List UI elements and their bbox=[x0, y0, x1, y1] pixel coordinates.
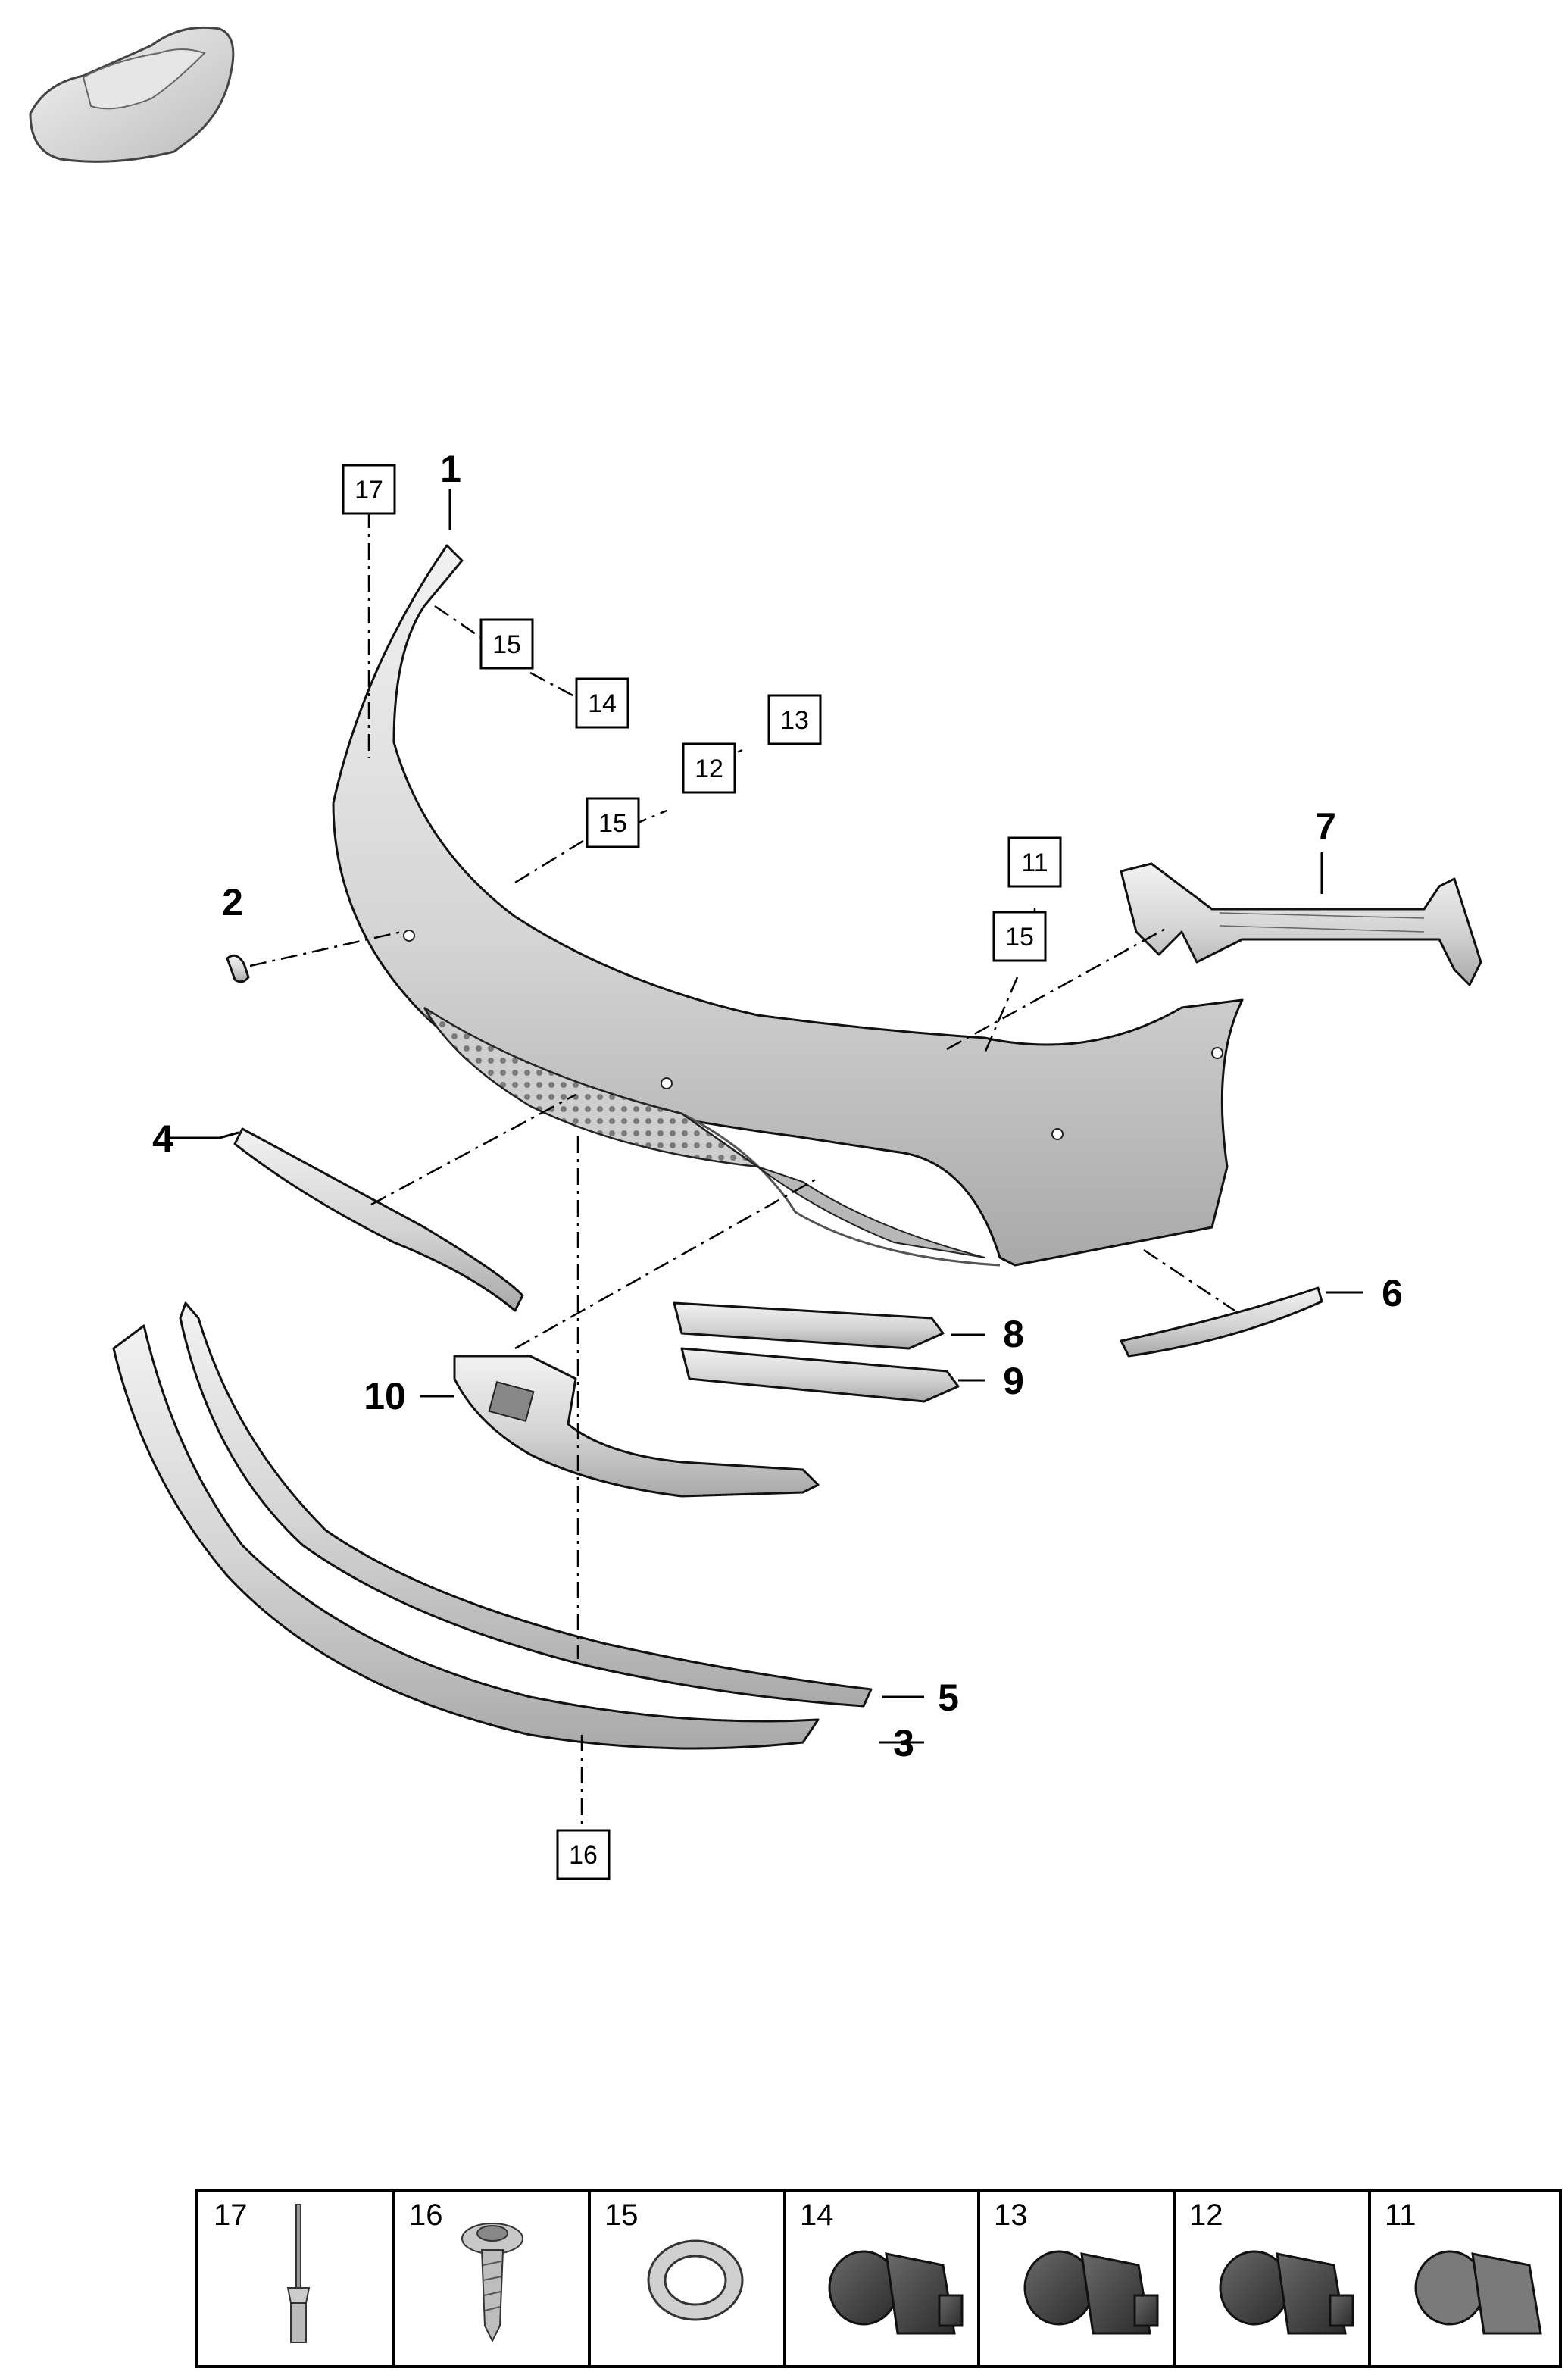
svg-text:11: 11 bbox=[1021, 848, 1048, 877]
ref-box-13: 13 bbox=[767, 694, 822, 745]
callout-9: 9 bbox=[1003, 1360, 1024, 1402]
callout-1: 1 bbox=[440, 448, 461, 490]
callout-3: 3 bbox=[893, 1722, 914, 1764]
legend-label-12: 12 bbox=[1189, 2198, 1223, 2232]
ref-box-15: 15 bbox=[479, 618, 534, 670]
screw-icon bbox=[461, 2223, 523, 2343]
vehicle-thumbnail-icon bbox=[29, 26, 235, 163]
bracket-part bbox=[1120, 862, 1482, 986]
ref-box-14: 14 bbox=[575, 677, 629, 729]
sensor-icon bbox=[1414, 2250, 1542, 2335]
svg-text:13: 13 bbox=[780, 706, 809, 735]
ref-box-16: 16 bbox=[556, 1829, 611, 1880]
grille-insert-part-8 bbox=[673, 1301, 945, 1350]
fastener-legend: 17 16 15 14 13 12 11 bbox=[195, 2189, 1562, 2368]
legend-label-11: 11 bbox=[1385, 2198, 1417, 2232]
svg-text:14: 14 bbox=[588, 689, 617, 718]
leader-lines bbox=[167, 489, 1363, 1744]
callout-7: 7 bbox=[1315, 805, 1336, 848]
inner-bracket-part bbox=[453, 1355, 820, 1498]
side-trim-part bbox=[1120, 1286, 1323, 1358]
ring-icon bbox=[647, 2239, 744, 2321]
svg-text:15: 15 bbox=[492, 630, 521, 659]
ref-box-15: 15 bbox=[586, 797, 640, 848]
legend-label-16: 16 bbox=[409, 2198, 443, 2232]
ref-box-12: 12 bbox=[682, 742, 736, 794]
lower-trim-part-3 bbox=[112, 1324, 820, 1750]
cap-part bbox=[226, 954, 250, 983]
sensor-icon bbox=[1219, 2250, 1354, 2335]
svg-text:12: 12 bbox=[695, 755, 723, 783]
lower-trim-part-5 bbox=[179, 1301, 873, 1708]
callout-5: 5 bbox=[938, 1676, 959, 1719]
legend-label-17: 17 bbox=[214, 2198, 248, 2232]
callout-6: 6 bbox=[1382, 1272, 1403, 1314]
legend-label-13: 13 bbox=[994, 2198, 1028, 2232]
trim-strip-part bbox=[233, 1127, 524, 1312]
rivet-icon bbox=[286, 2204, 311, 2343]
grille-insert-part-9 bbox=[680, 1347, 960, 1403]
sensor-icon bbox=[1023, 2250, 1159, 2335]
ref-box-11: 11 bbox=[1007, 836, 1062, 888]
sensor-icon bbox=[828, 2250, 964, 2335]
svg-text:16: 16 bbox=[569, 1841, 598, 1870]
callout-10: 10 bbox=[364, 1375, 406, 1417]
callout-2: 2 bbox=[222, 881, 243, 923]
ref-box-15: 15 bbox=[992, 911, 1047, 962]
bracket-opening bbox=[488, 1380, 535, 1423]
legend-label-15: 15 bbox=[604, 2198, 639, 2232]
bumper-cover-part bbox=[332, 544, 1244, 1267]
legend-label-14: 14 bbox=[800, 2198, 834, 2232]
ref-box-17: 17 bbox=[342, 464, 396, 515]
svg-text:15: 15 bbox=[598, 809, 627, 838]
svg-text:17: 17 bbox=[355, 476, 383, 505]
svg-text:15: 15 bbox=[1005, 923, 1034, 952]
assembly-lines bbox=[249, 511, 1235, 1841]
callout-8: 8 bbox=[1003, 1313, 1024, 1355]
callout-4: 4 bbox=[152, 1117, 173, 1160]
